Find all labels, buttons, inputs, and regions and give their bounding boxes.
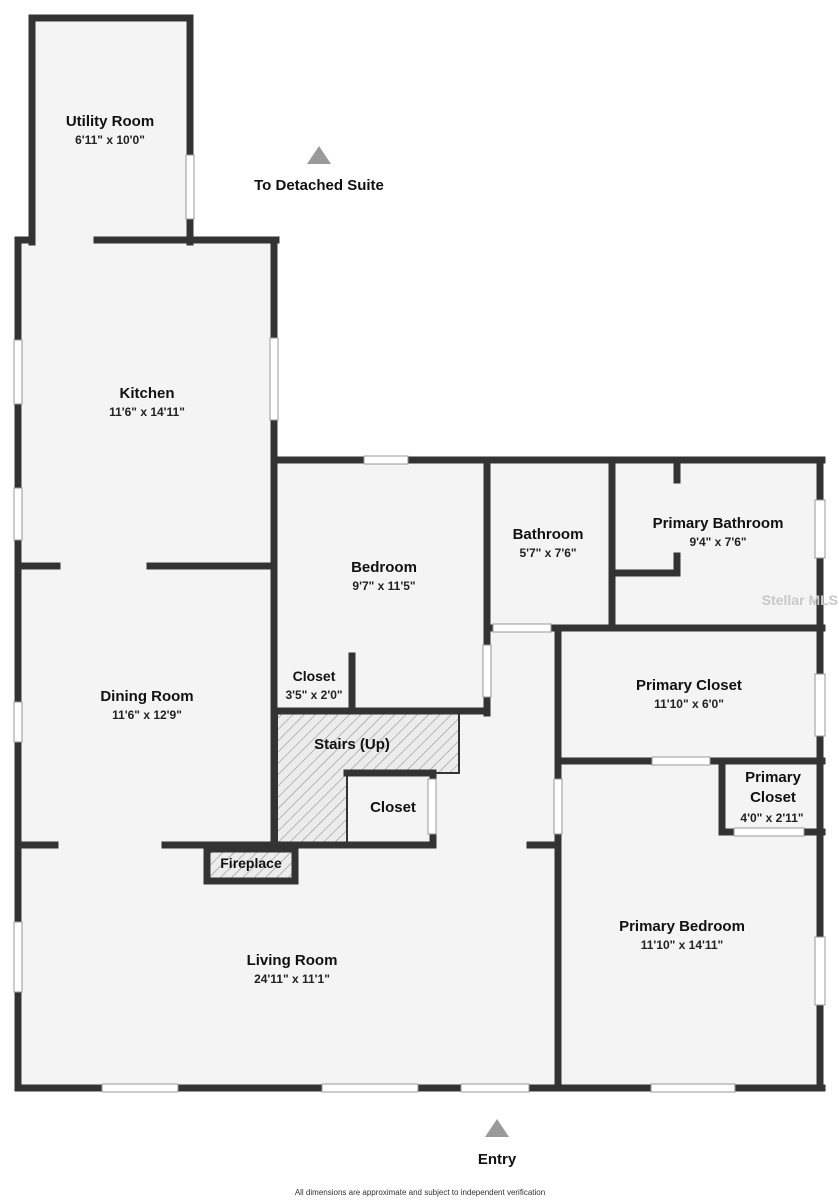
- room-dimension: 9'4" x 7'6": [689, 535, 746, 549]
- windows: [13, 154, 826, 1093]
- detached-suite-label: To Detached Suite: [254, 177, 384, 194]
- room-dimension: 9'7" x 11'5": [352, 579, 415, 593]
- room-name: Closet: [293, 668, 336, 684]
- room-name: Primary Bedroom: [619, 918, 745, 935]
- room-name: Kitchen: [119, 385, 174, 402]
- room-closet-bedroom: Closet 3'5" x 2'0": [285, 668, 342, 702]
- room-dimension: 11'6" x 14'11": [109, 405, 185, 419]
- room-bathroom: Bathroom 5'7" x 7'6": [513, 526, 584, 560]
- room-living: Living Room 24'11" x 11'1": [247, 952, 338, 986]
- room-dimension: 3'5" x 2'0": [285, 688, 342, 702]
- room-bedroom: Bedroom 9'7" x 11'5": [351, 559, 417, 593]
- closet-label: Closet: [370, 799, 416, 816]
- room-utility: Utility Room 6'11" x 10'0": [66, 113, 154, 147]
- room-dimension: 5'7" x 7'6": [519, 546, 576, 560]
- entry-label: Entry: [478, 1151, 517, 1168]
- footnote: All dimensions are approximate and subje…: [295, 1188, 545, 1197]
- up-arrow-icon: [485, 1119, 509, 1137]
- room-name: Bedroom: [351, 559, 417, 576]
- room-primary-closet-small: Primary Closet 4'0" x 2'11": [740, 769, 803, 825]
- watermark: Stellar MLS: [762, 592, 838, 608]
- room-name-line-2: Closet: [750, 789, 796, 806]
- room-name: Utility Room: [66, 113, 154, 130]
- room-dimension: 11'6" x 12'9": [112, 708, 182, 722]
- fireplace-label: Fireplace: [220, 855, 282, 871]
- room-dining: Dining Room 11'6" x 12'9": [100, 688, 193, 722]
- room-name: Dining Room: [100, 688, 193, 705]
- room-name: Living Room: [247, 952, 338, 969]
- room-kitchen: Kitchen 11'6" x 14'11": [109, 385, 185, 419]
- room-primary-closet: Primary Closet 11'10" x 6'0": [636, 677, 742, 711]
- up-arrow-icon: [307, 146, 331, 164]
- room-name: Primary Bathroom: [653, 515, 784, 532]
- room-dimension: 6'11" x 10'0": [75, 133, 145, 147]
- stairs-label: Stairs (Up): [314, 736, 390, 753]
- room-dimension: 11'10" x 14'11": [641, 938, 724, 952]
- room-dimension: 11'10" x 6'0": [654, 697, 724, 711]
- room-primary-bathroom: Primary Bathroom 9'4" x 7'6": [653, 515, 784, 549]
- room-name: Primary Closet: [636, 677, 742, 694]
- room-name: Bathroom: [513, 526, 584, 543]
- room-primary-bedroom: Primary Bedroom 11'10" x 14'11": [619, 918, 745, 952]
- room-dimension: 4'0" x 2'11": [740, 811, 803, 825]
- room-name-line-1: Primary: [745, 769, 802, 786]
- fireplace-hatch: [207, 849, 295, 881]
- room-dimension: 24'11" x 11'1": [254, 972, 330, 986]
